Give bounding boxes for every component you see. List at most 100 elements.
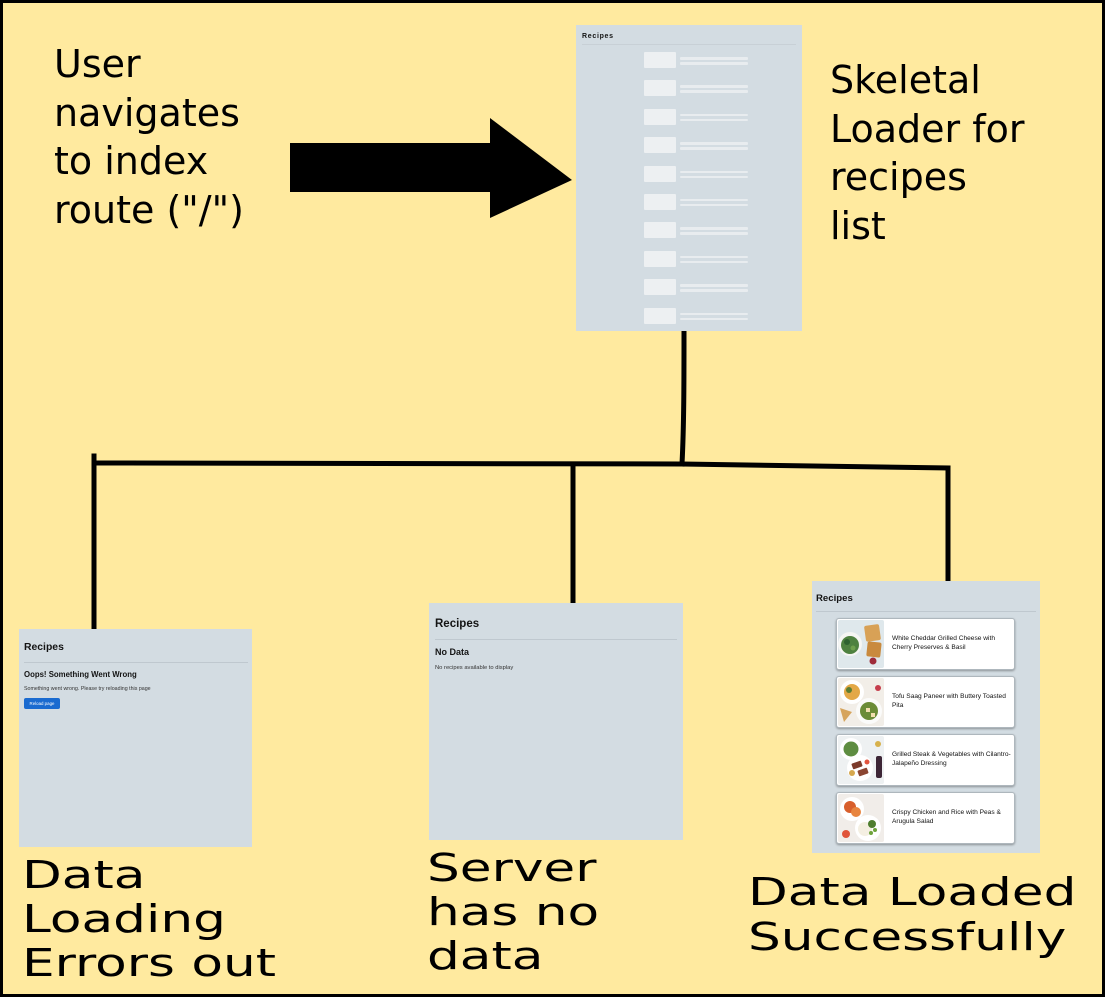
title-divider bbox=[24, 662, 248, 663]
skeleton-thumbnail bbox=[644, 250, 676, 267]
skeleton-text-line bbox=[680, 289, 748, 292]
skeleton-row bbox=[644, 52, 754, 68]
skeleton-row bbox=[644, 193, 754, 210]
recipe-text: Grilled Steak & Vegetables with Cilantro… bbox=[892, 735, 1012, 785]
label-data-loaded: Data Loaded Successfully bbox=[748, 870, 1076, 960]
label-line: Data Loaded bbox=[748, 870, 1077, 914]
label-line: has no bbox=[427, 890, 600, 934]
skeleton-thumbnail bbox=[644, 165, 676, 182]
label-line: to index bbox=[54, 139, 209, 183]
recipe-photo bbox=[838, 620, 884, 668]
skeleton-text-line bbox=[680, 255, 748, 259]
skeleton-text-line bbox=[680, 198, 748, 202]
label-loading-error: Data Loading Errors out bbox=[22, 853, 276, 985]
skeleton-row bbox=[644, 80, 754, 97]
label-skeletal-loader: Skeletal Loader for recipes list bbox=[830, 56, 1025, 250]
connector-loader-down bbox=[679, 330, 687, 467]
skeleton-text-line bbox=[680, 175, 748, 179]
title-divider bbox=[435, 639, 677, 640]
label-line: navigates bbox=[54, 90, 240, 135]
label-line: list bbox=[830, 203, 886, 248]
label-line: Loading bbox=[22, 897, 226, 941]
skeleton-text-line bbox=[680, 85, 748, 88]
screen-error-state: Recipes Oops! Something Went Wrong Somet… bbox=[19, 629, 252, 847]
label-line: Server bbox=[427, 846, 597, 890]
skeleton-thumbnail bbox=[644, 108, 676, 125]
skeleton-text-line bbox=[680, 284, 748, 287]
skeleton-list bbox=[644, 52, 754, 331]
label-line: Errors out bbox=[22, 941, 276, 985]
skeleton-thumbnail bbox=[644, 52, 676, 68]
skeleton-text-line bbox=[680, 113, 748, 117]
title-divider bbox=[816, 611, 1036, 612]
skeleton-text-line bbox=[680, 142, 748, 145]
recipe-card[interactable]: Grilled Steak & Vegetables with Cilantro… bbox=[836, 734, 1015, 786]
skeleton-row bbox=[644, 250, 754, 267]
label-line: Data bbox=[22, 853, 146, 897]
reload-page-button[interactable]: Reload page bbox=[24, 698, 60, 709]
skeleton-thumbnail bbox=[644, 279, 676, 296]
skeleton-text-line bbox=[680, 317, 748, 321]
screen-empty-state: Recipes No Data No recipes available to … bbox=[429, 603, 683, 840]
error-message: Something went wrong. Please try reloadi… bbox=[24, 686, 151, 692]
skeleton-row bbox=[644, 108, 754, 125]
recipe-name: Tofu Saag Paneer with Buttery Toasted Pi… bbox=[892, 693, 1006, 709]
recipe-card[interactable]: Crispy Chicken and Rice with Peas & Arug… bbox=[836, 792, 1015, 844]
skeleton-row bbox=[644, 307, 754, 324]
connector-branch-bar bbox=[91, 460, 951, 471]
label-line: Successfully bbox=[748, 915, 1067, 959]
recipe-card[interactable]: White Cheddar Grilled Cheese with Cherry… bbox=[836, 618, 1015, 670]
skeleton-thumbnail bbox=[644, 80, 676, 97]
skeleton-text-line bbox=[680, 90, 748, 93]
error-heading: Oops! Something Went Wrong bbox=[24, 670, 137, 679]
skeleton-text-line bbox=[680, 203, 748, 207]
skeleton-text-line bbox=[680, 227, 748, 230]
skeleton-thumbnail bbox=[644, 193, 676, 210]
page-title: Recipes bbox=[582, 33, 614, 40]
recipe-text: White Cheddar Grilled Cheese with Cherry… bbox=[892, 619, 1012, 669]
skeleton-text-line bbox=[680, 118, 748, 122]
label-line: route ("/") bbox=[54, 187, 244, 232]
skeleton-row bbox=[644, 279, 754, 296]
skeleton-text-line bbox=[680, 232, 748, 235]
label-line: Loader for bbox=[830, 106, 1025, 151]
label-user-navigates: User navigates to index route ("/") bbox=[54, 40, 244, 234]
skeleton-thumbnail bbox=[644, 307, 676, 324]
label-line: User bbox=[54, 42, 141, 86]
page-title: Recipes bbox=[435, 618, 480, 630]
title-divider bbox=[582, 44, 796, 45]
skeleton-text-line bbox=[680, 260, 748, 264]
page-title: Recipes bbox=[24, 642, 64, 653]
page-title: Recipes bbox=[816, 593, 853, 604]
recipe-name: Grilled Steak & Vegetables with Cilantro… bbox=[892, 751, 1011, 767]
skeleton-thumbnail bbox=[644, 222, 676, 239]
empty-heading: No Data bbox=[435, 647, 470, 657]
recipe-photo bbox=[838, 794, 884, 842]
recipe-name: White Cheddar Grilled Cheese with Cherry… bbox=[892, 635, 995, 651]
label-line: data bbox=[427, 934, 544, 978]
empty-message: No recipes available to display bbox=[435, 665, 514, 671]
label-no-data: Server has no data bbox=[427, 846, 599, 978]
skeleton-thumbnail bbox=[644, 137, 676, 154]
label-line: recipes bbox=[830, 155, 967, 199]
skeleton-text-line bbox=[680, 57, 748, 60]
skeleton-text-line bbox=[680, 147, 748, 150]
skeleton-text-line bbox=[680, 312, 748, 316]
recipe-photo bbox=[838, 678, 884, 726]
screen-skeleton-loader: Recipes bbox=[576, 25, 802, 331]
skeleton-text-line bbox=[680, 62, 748, 65]
skeleton-row bbox=[644, 222, 754, 239]
recipe-card[interactable]: Tofu Saag Paneer with Buttery Toasted Pi… bbox=[836, 676, 1015, 728]
skeleton-row bbox=[644, 137, 754, 154]
recipe-text: Crispy Chicken and Rice with Peas & Arug… bbox=[892, 793, 1012, 843]
recipe-photo bbox=[838, 736, 884, 784]
skeleton-row bbox=[644, 165, 754, 182]
navigation-arrow bbox=[290, 118, 572, 218]
recipe-text: Tofu Saag Paneer with Buttery Toasted Pi… bbox=[892, 677, 1012, 727]
skeleton-text-line bbox=[680, 170, 748, 174]
label-line: Skeletal bbox=[830, 58, 981, 102]
screen-recipes-loaded: Recipes White Cheddar Grilled Cheese wit… bbox=[812, 581, 1040, 853]
recipe-name: Crispy Chicken and Rice with Peas & Arug… bbox=[892, 809, 1001, 825]
